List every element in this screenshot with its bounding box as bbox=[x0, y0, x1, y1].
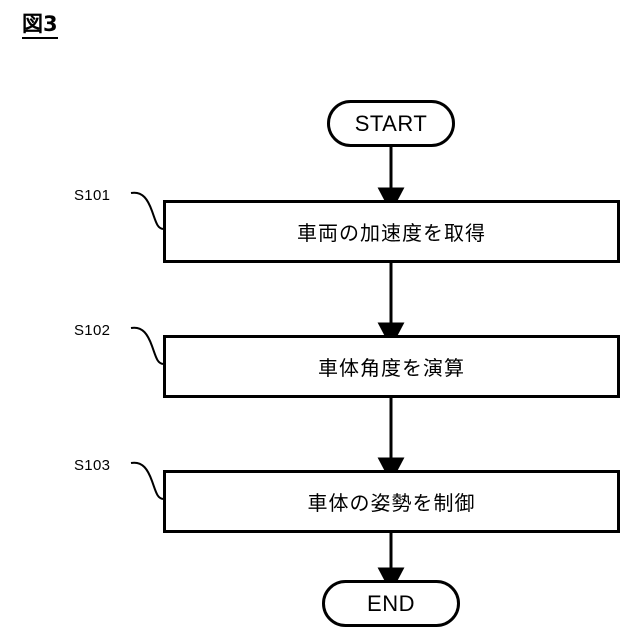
step-ref-s101: S101 bbox=[74, 187, 111, 204]
flow-node-end[interactable]: END bbox=[322, 580, 460, 627]
figure-title: 図3 bbox=[22, 12, 58, 40]
step-ref-s103: S103 bbox=[74, 457, 111, 474]
flow-node-s102[interactable]: 車体角度を演算 bbox=[163, 335, 620, 398]
leader-line-s101 bbox=[130, 191, 164, 230]
flow-node-start[interactable]: START bbox=[327, 100, 455, 147]
flow-node-s101[interactable]: 車両の加速度を取得 bbox=[163, 200, 620, 263]
step-ref-s102: S102 bbox=[74, 322, 111, 339]
leader-line-s102 bbox=[130, 326, 164, 365]
leader-line-s103 bbox=[130, 461, 164, 500]
flow-node-s103[interactable]: 車体の姿勢を制御 bbox=[163, 470, 620, 533]
